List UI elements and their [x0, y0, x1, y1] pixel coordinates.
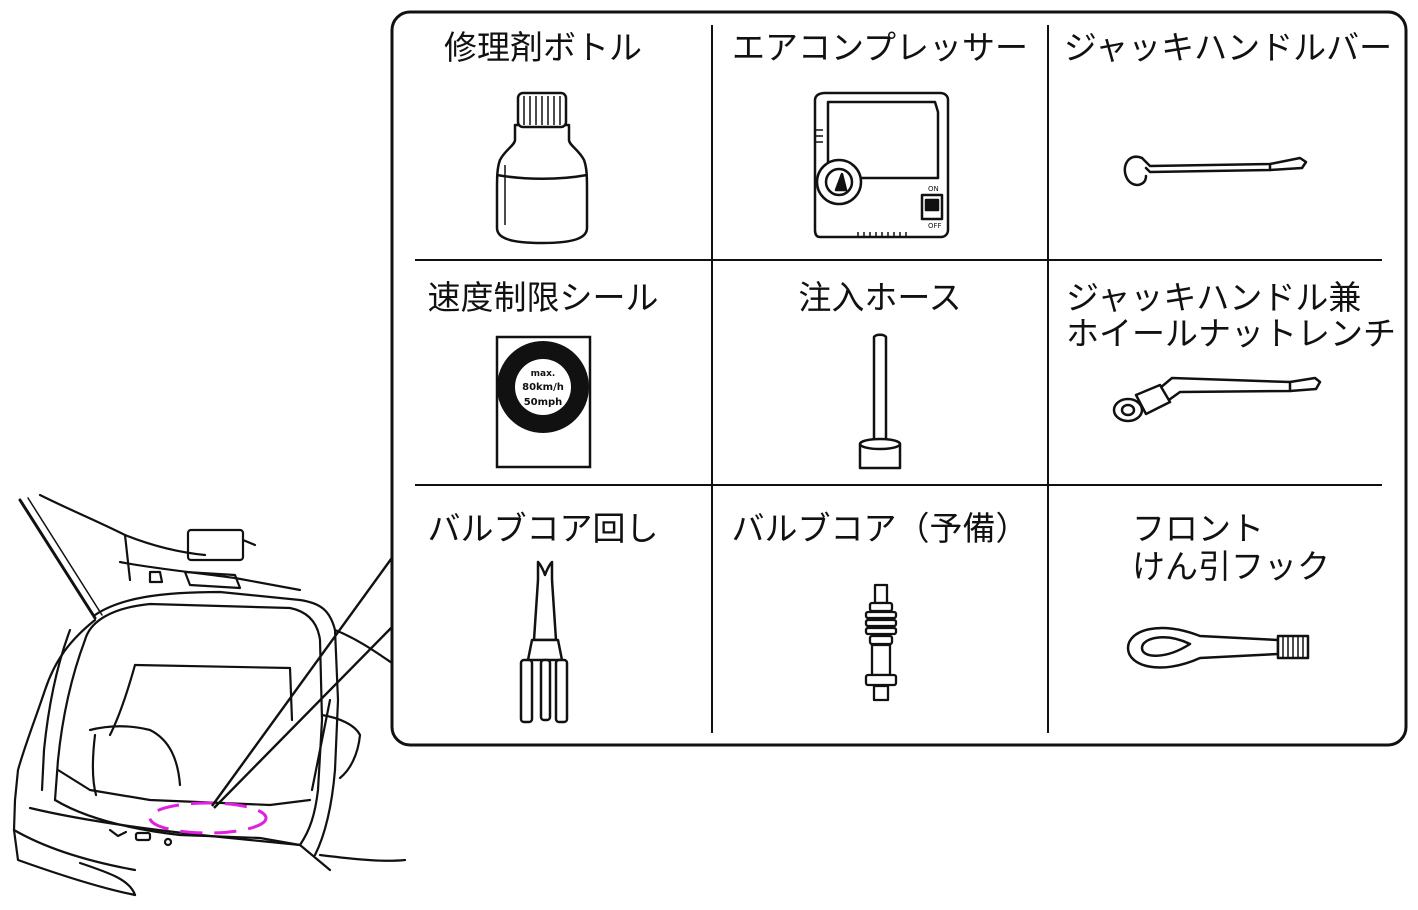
callout-pointer — [211, 554, 395, 809]
wrench-label-line2: ホイールナットレンチ — [1066, 314, 1396, 353]
air-compressor-icon — [813, 91, 950, 239]
towing-hook-label-line2: けん引フック — [1132, 547, 1330, 586]
storage-location-marker — [148, 801, 268, 835]
compressor-switch-on-text: ON — [928, 185, 939, 193]
panel-grid — [415, 25, 1382, 733]
towing-hook-label-line1: フロント — [1132, 509, 1264, 548]
repair-agent-bottle-icon — [495, 91, 589, 245]
repair-agent-bottle-label: 修理剤ボトル — [444, 28, 642, 67]
valve-core-tool-label: バルブコア回し — [427, 509, 659, 548]
sticker-kmh-text: 80km/h — [522, 382, 564, 393]
car-rear-illustration — [12, 493, 407, 897]
jack-handle-bar-label: ジャッキハンドルバー — [1063, 28, 1393, 67]
compressor-switch-off-text: OFF — [928, 222, 942, 230]
injection-hose-icon — [858, 333, 902, 470]
spare-valve-core-icon — [864, 583, 898, 702]
spare-valve-core-label: バルブコア（予備） — [731, 509, 1029, 548]
front-towing-hook-icon — [1126, 626, 1310, 669]
valve-core-tool-icon — [519, 560, 569, 724]
jack-handle-bar-icon — [1123, 155, 1308, 187]
sticker-max-text: max. — [531, 369, 556, 379]
speed-limit-sticker-icon — [495, 335, 592, 469]
injection-hose-label: 注入ホース — [798, 278, 962, 317]
jack-handle-wheel-nut-wrench-icon — [1112, 376, 1322, 423]
speed-limit-sticker-label: 速度制限シール — [427, 278, 659, 317]
sticker-mph-text: 50mph — [524, 397, 563, 408]
tool-kit-panel — [390, 10, 1408, 747]
wrench-label-line1: ジャッキハンドル兼 — [1066, 278, 1362, 317]
air-compressor-label: エアコンプレッサー — [731, 28, 1029, 67]
